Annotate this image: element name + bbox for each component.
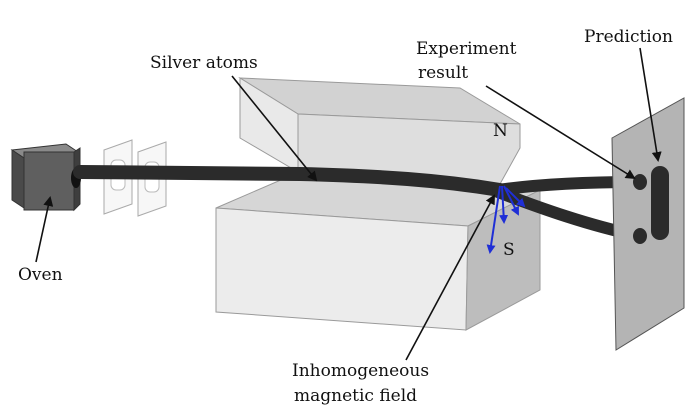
field-arrow — [505, 187, 526, 208]
experiment-result-label-line2: result — [418, 63, 469, 83]
beam-impact-upper — [633, 174, 647, 190]
beam-impact-lower — [633, 228, 647, 244]
field-arrows — [486, 185, 526, 254]
field-arrow — [486, 185, 501, 254]
south-magnet — [215, 175, 542, 331]
south-pole-label: S — [503, 240, 515, 260]
south-magnet-front — [215, 207, 469, 331]
field-arrow — [503, 185, 519, 216]
experiment-result-label-line1: Experiment — [416, 39, 517, 59]
silver-atoms-pointer — [231, 75, 318, 182]
prediction-label: Prediction — [584, 27, 673, 47]
annotation-arrows — [35, 47, 662, 361]
experiment-result-pointer — [485, 85, 636, 180]
field-pointer — [405, 194, 495, 361]
prediction-smear — [651, 166, 669, 240]
north-magnet-face — [297, 113, 521, 185]
north-magnet — [238, 77, 521, 185]
oven-label: Oven — [18, 265, 63, 285]
oven-front — [11, 149, 25, 209]
screen-plate — [611, 97, 685, 351]
field-label-line1: Inhomogeneous — [292, 361, 430, 381]
prediction-pointer — [639, 47, 662, 162]
field-arrow — [499, 185, 509, 224]
north-pole-label: N — [493, 121, 508, 141]
oven — [10, 143, 81, 212]
silver-atoms-label: Silver atoms — [150, 53, 258, 73]
oven-pointer — [35, 196, 54, 263]
detector-screen — [611, 97, 685, 351]
field-label-line2: magnetic field — [294, 386, 418, 406]
oven-body — [23, 151, 75, 211]
